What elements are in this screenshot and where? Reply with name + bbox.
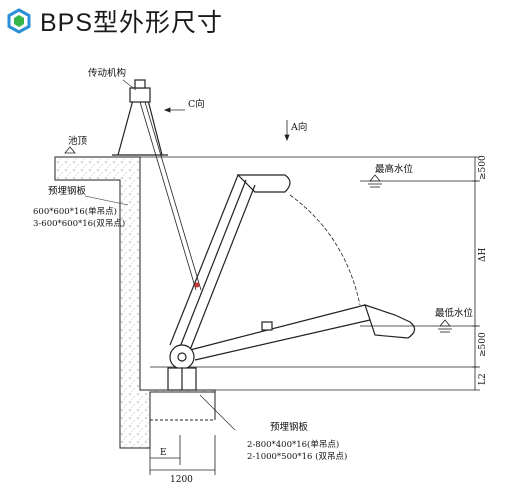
screen-lower-frame [189, 304, 416, 361]
dim-e: E [160, 448, 167, 458]
reference-lines [140, 156, 480, 391]
label-embed-bot-2: 2-1000*500*16 (双吊点) [247, 451, 347, 462]
label-a-dir: A向 [290, 121, 307, 133]
dim-top-gap: ≥500 [478, 155, 488, 180]
rotation-arc [289, 194, 361, 306]
drive-support [112, 79, 168, 156]
logo-icon [7, 8, 31, 34]
label-c-dir: C向 [188, 98, 205, 110]
page-title: BPS型外形尺寸 [40, 9, 224, 37]
min-water-symbol [438, 319, 452, 333]
label-embed-top-1: 600*600*16(单吊点) [33, 206, 117, 217]
label-min-water: 最低水位 [435, 307, 474, 319]
label-embed-bot-1: 2-800*400*16(单吊点) [247, 439, 339, 450]
label-max-water: 最高水位 [375, 163, 414, 175]
label-pool-top: 池顶 [68, 135, 88, 147]
leader-lines [84, 79, 236, 431]
pool-top-symbol [64, 146, 76, 154]
drive-chain [139, 101, 202, 291]
page-title-bar: BPS型外形尺寸 [6, 4, 223, 38]
direction-markers [163, 107, 290, 142]
label-drive: 传动机构 [88, 67, 126, 79]
max-water-symbol [368, 174, 382, 188]
concrete-structure [54, 156, 216, 449]
pivot-base [167, 344, 197, 391]
label-embed-bottom: 预埋钢板 [270, 421, 309, 433]
dim-l2: L2 [478, 373, 488, 385]
dim-bottom-gap: ≥500 [478, 332, 488, 357]
bottom-dimensions [149, 435, 216, 475]
dim-width: 1200 [170, 475, 193, 485]
label-embed-top-2: 3-600*600*16(双吊点) [33, 218, 125, 229]
label-embed-top: 预埋钢板 [48, 185, 87, 197]
dim-delta-h: ΔH [478, 248, 488, 262]
screen-upper-frame [169, 174, 291, 351]
